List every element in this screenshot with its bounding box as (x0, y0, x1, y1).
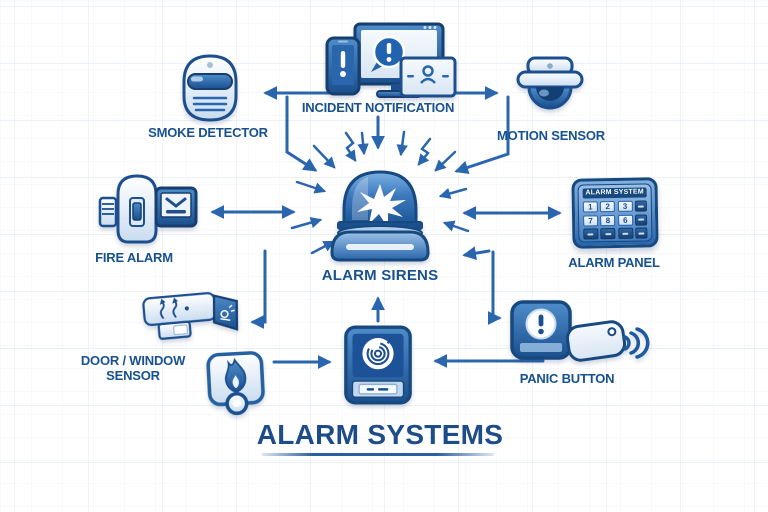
smoke-detector-node (178, 52, 242, 129)
fire-alarm-node (98, 172, 200, 253)
access-keypad-node (343, 324, 413, 411)
keypad-key: 2 (600, 200, 616, 213)
keypad-key: 1 (582, 201, 598, 213)
arrow-to-door-window (250, 249, 267, 329)
pull-handle (132, 202, 142, 221)
fire-alarm-icon (98, 174, 198, 244)
alarm-keypad-icon: ALARM SYSTEM 1 2 3 7 8 6 (571, 177, 659, 249)
keypad-key: 8 (600, 214, 616, 226)
magnet-part (212, 294, 239, 331)
door-window-sensor-icon (142, 292, 239, 340)
exclamation-icon (538, 314, 544, 335)
siren-ray-arrows (290, 130, 470, 255)
keypad-key: 7 (583, 214, 599, 227)
flame-badge-icon (206, 351, 265, 416)
arrow-smoke-to-siren (285, 95, 318, 172)
panic-button-icon (510, 300, 650, 362)
alarm-panel-label: ALARM PANEL (568, 255, 660, 270)
keypad-key-function (635, 227, 648, 239)
incident-notification-icon (325, 22, 457, 98)
video-call-screen-icon (399, 56, 457, 98)
keypad-keys: 1 2 3 7 8 6 (582, 200, 648, 240)
keypad-key-function (634, 200, 647, 212)
title-underline (262, 453, 494, 456)
keypad-key-function (617, 227, 634, 239)
fire-alarm-label: FIRE ALARM (95, 250, 173, 265)
keypad-key: 6 (617, 214, 633, 226)
alarm-siren-icon (330, 170, 430, 262)
alarm-panel-node: ALARM SYSTEM 1 2 3 7 8 6 (571, 177, 659, 249)
door-window-sensor-label: DOOR / WINDOW SENSOR (33, 353, 233, 384)
fingerprint-reader-icon (344, 325, 412, 405)
page-title: ALARM SYSTEMS (256, 419, 504, 450)
wireless-waves-icon (623, 327, 650, 359)
arrow-motion-to-siren (454, 95, 510, 175)
door-window-sensor-node (140, 286, 245, 355)
phone-exclamation-icon (340, 51, 346, 77)
arrow-to-panic-button (487, 250, 502, 325)
alarm-siren-node (324, 160, 436, 269)
keypad-key: 3 (617, 200, 633, 212)
exclamation-icon (386, 43, 392, 62)
panic-button-node (510, 296, 650, 379)
alarm-panel-header: ALARM SYSTEM (582, 187, 647, 199)
fingerprint-icon (366, 338, 393, 366)
alarm-sirens-label: ALARM SIRENS (321, 267, 439, 284)
connector-lines (210, 86, 562, 369)
incident-notification-label: INCIDENT NOTIFICATION (301, 100, 455, 115)
fire-sensor-badge-node (204, 350, 268, 422)
person-icon (420, 65, 436, 84)
smoke-detector-label: SMOKE DETECTOR (148, 125, 268, 140)
keypad-key-function (635, 213, 648, 226)
motion-sensor-icon (516, 56, 584, 110)
flash-starburst-icon (357, 184, 406, 228)
door-window-label-line2: SENSOR (106, 368, 160, 384)
incident-notification-node (325, 22, 457, 109)
motion-sensor-node (512, 56, 588, 133)
motion-sensor-label: MOTION SENSOR (497, 128, 605, 143)
arrow-into-siren-right (462, 246, 491, 260)
chime-glyph (220, 304, 235, 321)
keypad-key-function (583, 228, 599, 240)
smoke-detector-icon (182, 54, 238, 122)
keypad-key-function (600, 227, 616, 240)
panic-button-label: PANIC BUTTON (519, 371, 615, 386)
door-window-label-line1: DOOR / WINDOW (80, 353, 186, 368)
remote-fob-icon (565, 320, 627, 362)
